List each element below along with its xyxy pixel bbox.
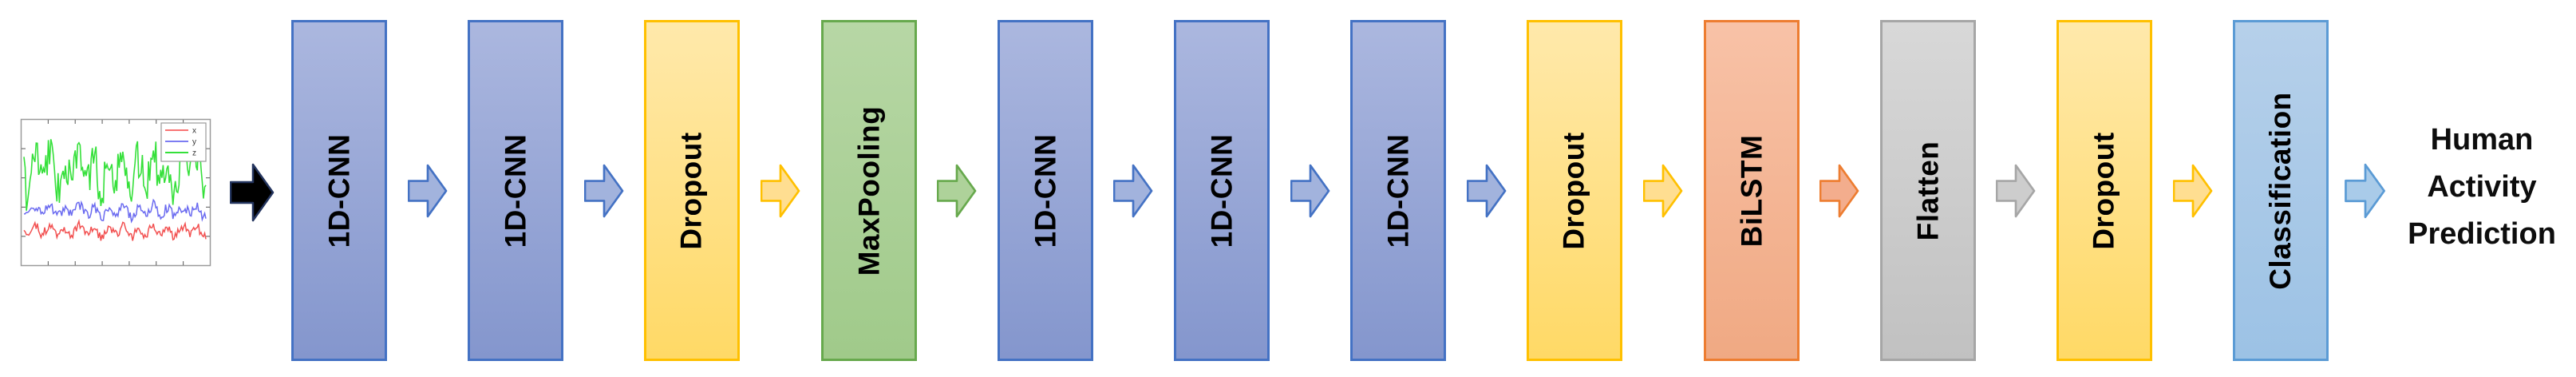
legend-label: x: [192, 127, 196, 136]
layer-label: Dropout: [2088, 131, 2121, 250]
input-signal-plot: xyz: [20, 118, 211, 267]
layer-box-maxpooling: MaxPooling: [821, 20, 917, 361]
layer-box-1d-cnn: 1D-CNN: [291, 20, 387, 361]
flow-arrow-icon: [1643, 164, 1683, 218]
layer-label: BiLSTM: [1735, 134, 1768, 247]
legend-label: z: [192, 149, 196, 158]
flow-arrow-icon: [1467, 164, 1507, 218]
output-caption-line: Prediction: [2408, 216, 2556, 251]
layer-box-dropout: Dropout: [644, 20, 740, 361]
output-arrow-icon: [2345, 163, 2385, 219]
layer-label: 1D-CNN: [322, 133, 355, 248]
layer-box-1d-cnn: 1D-CNN: [998, 20, 1093, 361]
flow-arrow-icon: [1290, 164, 1330, 218]
flow-arrow-icon: [1996, 164, 2036, 218]
layer-box-1d-cnn: 1D-CNN: [1350, 20, 1446, 361]
x-axis-signal: [23, 219, 207, 241]
layer-label: Dropout: [675, 131, 709, 250]
flow-arrow-icon: [937, 164, 977, 218]
input-arrow-icon: [230, 163, 275, 222]
flow-arrow-icon: [761, 164, 800, 218]
legend-label: y: [192, 138, 196, 147]
layer-box-bilstm: BiLSTM: [1704, 20, 1800, 361]
output-caption-line: Human: [2430, 123, 2534, 157]
output-caption-line: Activity: [2427, 169, 2537, 204]
flow-arrow-icon: [408, 164, 448, 218]
y-axis-signal: [24, 198, 207, 224]
z-axis-signal: [23, 136, 207, 211]
layer-box-dropout: Dropout: [2056, 20, 2152, 361]
flow-arrow-icon: [1113, 164, 1153, 218]
layer-label: MaxPooling: [852, 105, 885, 276]
flow-arrow-icon: [1819, 164, 1859, 218]
layer-box-classification: Classification: [2233, 20, 2329, 361]
plot-legend: xyz: [160, 122, 207, 162]
flow-arrow-icon: [2173, 164, 2213, 218]
layer-label: Classification: [2264, 91, 2297, 290]
layer-box-1d-cnn: 1D-CNN: [1174, 20, 1270, 361]
layer-box-1d-cnn: 1D-CNN: [468, 20, 563, 361]
layer-label: 1D-CNN: [1381, 133, 1414, 248]
flow-arrow-icon: [584, 164, 624, 218]
layer-label: Flatten: [1911, 141, 1944, 240]
layer-label: 1D-CNN: [499, 133, 531, 248]
layer-box-dropout: Dropout: [1527, 20, 1622, 361]
layer-label: 1D-CNN: [1029, 133, 1061, 248]
layer-label: Dropout: [1558, 131, 1591, 250]
output-caption: Human Activity Prediction: [2388, 117, 2576, 258]
layer-box-flatten: Flatten: [1880, 20, 1976, 361]
layer-label: 1D-CNN: [1205, 133, 1238, 248]
